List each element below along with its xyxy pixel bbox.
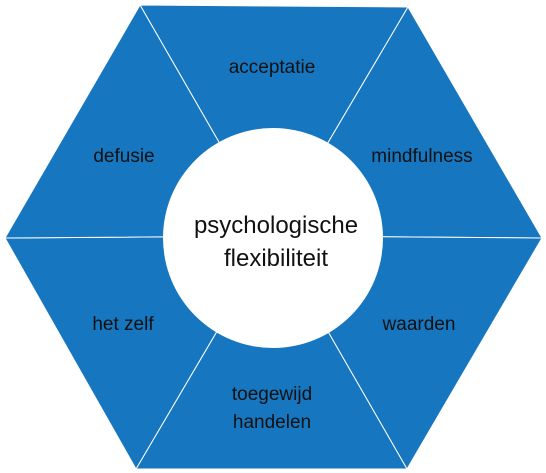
label-waarden: waarden [382, 314, 456, 335]
label-toegewijd: toegewijd [232, 384, 312, 405]
center-label-flexibiliteit: flexibiliteit [224, 245, 328, 272]
label-acceptatie: acceptatie [229, 57, 316, 78]
label-het-zelf: het zelf [92, 314, 154, 335]
label-handelen: handelen [233, 412, 311, 433]
center-circle [163, 128, 383, 348]
center-label-psychologische: psychologische [194, 212, 358, 239]
label-defusie: defusie [93, 146, 154, 167]
label-mindfulness: mindfulness [371, 146, 472, 167]
